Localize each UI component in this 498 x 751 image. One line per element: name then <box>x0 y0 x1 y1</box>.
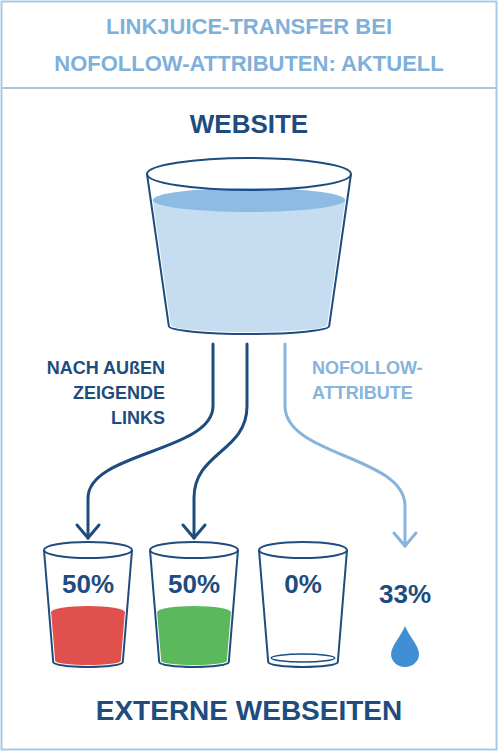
glass-outline <box>259 550 347 667</box>
arrow-head <box>77 525 99 538</box>
percentage-value: 50% <box>62 568 114 600</box>
arrow-label: NACH AUßEN ZEIGENDE LINKS <box>22 356 165 431</box>
percentage-value: 50% <box>168 568 220 600</box>
liquid <box>157 612 231 665</box>
arrow-label: NOFOLLOW-ATTRIBUTE <box>312 356 452 406</box>
title-divider <box>2 87 497 89</box>
glass-shape <box>42 540 134 668</box>
arrow-head <box>183 525 205 538</box>
percentage-value: 33% <box>379 578 431 610</box>
percentage-value: 0% <box>284 568 322 600</box>
glass-rim <box>259 542 347 558</box>
glass-shape <box>148 540 240 668</box>
glass-outline <box>147 174 351 334</box>
glass-rim <box>44 542 132 558</box>
glass-shape <box>145 108 353 340</box>
glass-outline <box>150 550 238 667</box>
liquid-surface <box>153 188 346 212</box>
drop <box>391 626 419 667</box>
external-glass: 0% <box>257 540 349 668</box>
diagram-title: LINKJUICE-TRANSFER BEI NOFOLLOW-ATTRIBUT… <box>44 8 454 82</box>
external-glass: 50% <box>42 540 134 668</box>
footer-heading: EXTERNE WEBSEITEN <box>0 693 498 729</box>
liquid-surface <box>157 606 231 618</box>
external-glass: 50% <box>148 540 240 668</box>
glass-bottom <box>271 654 335 662</box>
liquid <box>153 200 346 332</box>
glass-outline <box>44 550 132 667</box>
arrow-head <box>394 533 416 546</box>
glass-rim <box>147 158 351 190</box>
nofollow-drop: 33% <box>371 548 439 670</box>
website-glass: WEBSITE <box>145 108 353 340</box>
liquid-surface <box>51 606 125 618</box>
liquid <box>51 612 125 665</box>
node-heading: WEBSITE <box>190 108 308 140</box>
connector-line <box>194 344 247 538</box>
link-arrow <box>183 344 247 538</box>
glass-shape <box>257 540 349 668</box>
glass-rim <box>150 542 238 558</box>
